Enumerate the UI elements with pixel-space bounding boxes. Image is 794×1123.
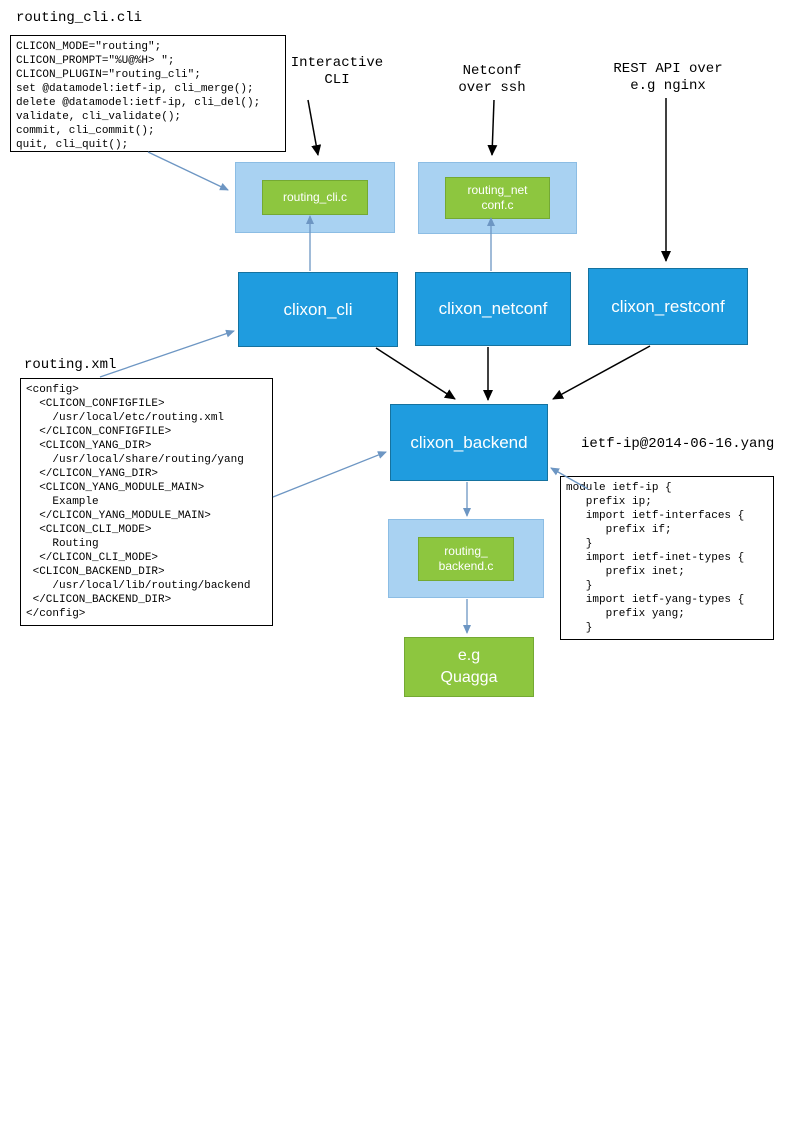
arrow-routing-xml-to-clixon-backend <box>272 451 387 498</box>
arrow-clixon-restconf-to-backend <box>552 345 651 400</box>
arrow-interactive-cli-to-cli-plugin <box>307 99 322 156</box>
arrow-netconf-ssh-to-netconf-plugin <box>487 99 498 156</box>
rest-api-label: REST API over e.g nginx <box>613 61 723 94</box>
arrow-cli-spec-to-cli-plugin <box>147 151 229 191</box>
routing-backend-c-plugin: routing_ backend.c <box>418 536 514 581</box>
interactive-cli-label: Interactive CLI <box>290 55 384 88</box>
routing-cli-code-box: CLICON_MODE="routing"; CLICON_PROMPT="%U… <box>10 35 286 152</box>
arrow-routing-xml-to-clixon-cli <box>99 329 235 378</box>
routing-cli-file-label: routing_cli.cli <box>16 10 143 26</box>
yang-module-code-box: module ietf-ip { prefix ip; import ietf-… <box>560 476 774 640</box>
cli-plugin-container: routing_cli.c <box>235 162 395 233</box>
clixon-netconf-box: clixon_netconf <box>415 272 571 346</box>
clixon-cli-box: clixon_cli <box>238 272 398 347</box>
clixon-restconf-box: clixon_restconf <box>588 268 748 345</box>
routing-xml-code-box: <config> <CLICON_CONFIGFILE> /usr/local/… <box>20 378 273 626</box>
netconf-plugin-container: routing_net conf.c <box>418 162 577 234</box>
yang-file-label: ietf-ip@2014-06-16.yang <box>581 436 775 452</box>
netconf-over-ssh-label: Netconf over ssh <box>458 63 526 96</box>
routing-netconf-c-plugin: routing_net conf.c <box>445 177 550 219</box>
quagga-box: e.g Quagga <box>404 637 534 697</box>
routing-xml-file-label: routing.xml <box>24 357 117 373</box>
arrow-clixon-cli-to-backend <box>375 347 456 400</box>
routing-cli-c-plugin: routing_cli.c <box>262 180 368 215</box>
backend-plugin-container: routing_ backend.c <box>388 519 544 598</box>
clixon-backend-box: clixon_backend <box>390 404 548 481</box>
